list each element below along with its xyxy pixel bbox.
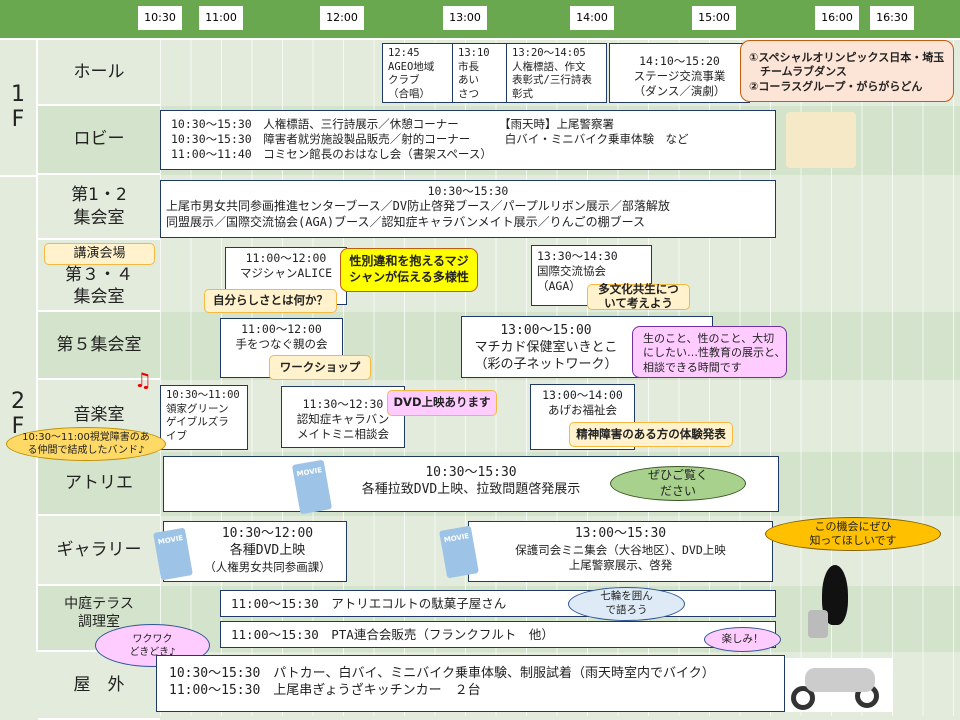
library-illustration — [786, 112, 856, 168]
music-event: 10:30～11:00 領家グリーン ゲイブルズラ イブ — [160, 385, 248, 450]
lecture-hall-tag: 講演会場 — [44, 243, 155, 265]
gallery-sub: （人権男女共同参画課） — [204, 559, 331, 574]
time-label: 12:00 — [320, 6, 364, 30]
music-tag: DVD上映あります — [387, 390, 497, 416]
lobby-line: 11:00～11:40 コミセン館長のおはなし会（書架スペース） — [171, 146, 492, 161]
mascot-illustration — [800, 565, 858, 645]
hall-callout: ①スペシャルオリンピックス日本・埼玉 チームラブダンス ②コーラスグループ・がら… — [740, 40, 954, 102]
lobby-box: 10:30～15:30 人権標語、三行詩展示／休憩コーナー 【雨天時】上尾警察署… — [160, 110, 776, 170]
courtyard-event: 11:00～15:30 アトリエコルトの駄菓子屋さん — [220, 590, 776, 617]
music-tag: 精神障害のある方の体験発表 — [569, 422, 733, 447]
time-label: 15:00 — [692, 6, 736, 30]
r5-note: 生のこと、性のこと、大切 にしたい…性教育の展示と、 相談できる時間です — [632, 326, 787, 378]
wheel-icon — [791, 686, 815, 710]
police-motorcycle-illustration — [785, 658, 893, 712]
time-label: 14:00 — [570, 6, 614, 30]
atelier-text: 各種拉致DVD上映、拉致問題啓発展示 — [361, 481, 581, 497]
hall-event: 14:10～15:20 ステージ交流事業 （ダンス／演劇） — [609, 43, 750, 103]
music-event: 11:30～12:30 認知症キャラバン メイトミニ相談会 — [281, 386, 405, 448]
r12-text: 上尾市男女共同参画推進センターブース／DV防止啓発ブース／パープルリボン展示／部… — [166, 198, 670, 229]
r34-callout: 性別違和を抱えるマジ シャンが伝える多様性 — [340, 248, 478, 292]
floor-2f: 2 F — [0, 175, 38, 652]
lobby-line: 10:30～15:30 人権標語、三行詩展示／休憩コーナー 【雨天時】上尾警察署 — [171, 117, 614, 131]
gallery-callout: この機会にぜひ 知ってほしいです — [765, 517, 941, 551]
courtyard-callout: 楽しみ！ — [704, 627, 781, 652]
grill-icon — [808, 610, 828, 638]
r5-tag: ワークショップ — [269, 355, 371, 380]
atelier-time: 10:30～15:30 — [425, 465, 517, 480]
gallery-title: 各種DVD上映 — [229, 542, 306, 558]
gallery-event: 10:30～12:00 各種DVD上映 （人権男女共同参画課） — [163, 521, 347, 582]
room-5: 第５集会室 — [38, 312, 160, 380]
r12-time: 10:30～15:30 — [427, 184, 509, 198]
atelier-callout: ぜひご覧く ださい — [610, 466, 746, 501]
outside-line: 11:00～15:30 上尾串ぎょうざキッチンカー ２台 — [169, 682, 481, 698]
time-label: 13:00 — [443, 6, 487, 30]
room-atelier: アトリエ — [38, 452, 160, 516]
hall-event: 12:45 AGEO地域 クラブ （合唱） — [382, 43, 453, 103]
r12-box: 10:30～15:30 上尾市男女共同参画推進センターブース／DV防止啓発ブース… — [160, 180, 776, 238]
gallery-title: 保護司会ミニ集会（大谷地区）、DVD上映 上尾警察展示、啓発 — [515, 542, 726, 572]
hall-event: 13:20～14:05 人権標語、作文 表彰式/三行詩表 彰式 — [506, 43, 607, 103]
outside-box: 10:30～15:30 パトカー、白バイ、ミニバイク乗車体験、制服試着（雨天時室… — [156, 655, 785, 712]
room-outside: 屋 外 — [38, 652, 160, 720]
time-label: 10:30 — [138, 6, 182, 30]
gallery-time: 10:30～12:00 — [221, 526, 314, 541]
gallery-time: 13:00～15:30 — [574, 526, 667, 541]
r34-tag: 自分らしさとは何か？ — [204, 289, 337, 313]
floor-1f: 1 F — [0, 40, 38, 175]
room-12: 第1・2 集会室 — [38, 175, 160, 240]
courtyard-callout-left: ワクワク どきどき♪ — [95, 624, 210, 667]
music-note-icon: ♫ — [134, 368, 152, 392]
time-label: 16:00 — [815, 6, 859, 30]
lobby-line: 10:30～15:30 障害者就労施設製品販売／射的コーナー 白バイ・ミニバイク… — [171, 131, 689, 146]
courtyard-event: 11:00～15:30 PTA連合会販売（フランクフルト 他） — [220, 621, 776, 648]
gallery-event: 13:00～15:30 保護司会ミニ集会（大谷地区）、DVD上映 上尾警察展示、… — [468, 521, 773, 582]
hall-event: 13:10 市長 あい さつ — [452, 43, 507, 103]
courtyard-callout: 七輪を囲ん で語ろう — [568, 587, 685, 621]
room-hall: ホール — [38, 40, 160, 106]
room-lobby: ロビー — [38, 106, 160, 175]
room-gallery: ギャラリー — [38, 516, 160, 586]
motorcycle-body — [805, 668, 875, 692]
time-label: 11:00 — [199, 6, 243, 30]
outside-line: 10:30～15:30 パトカー、白バイ、ミニバイク乗車体験、制服試着（雨天時室… — [169, 666, 715, 681]
music-callout: 10:30～11:00視覚障害のあ る仲間で結成したバンド♪ — [6, 427, 166, 461]
r34-tag: 多文化共生につ いて考えよう — [587, 282, 690, 310]
time-label: 16:30 — [870, 6, 914, 30]
